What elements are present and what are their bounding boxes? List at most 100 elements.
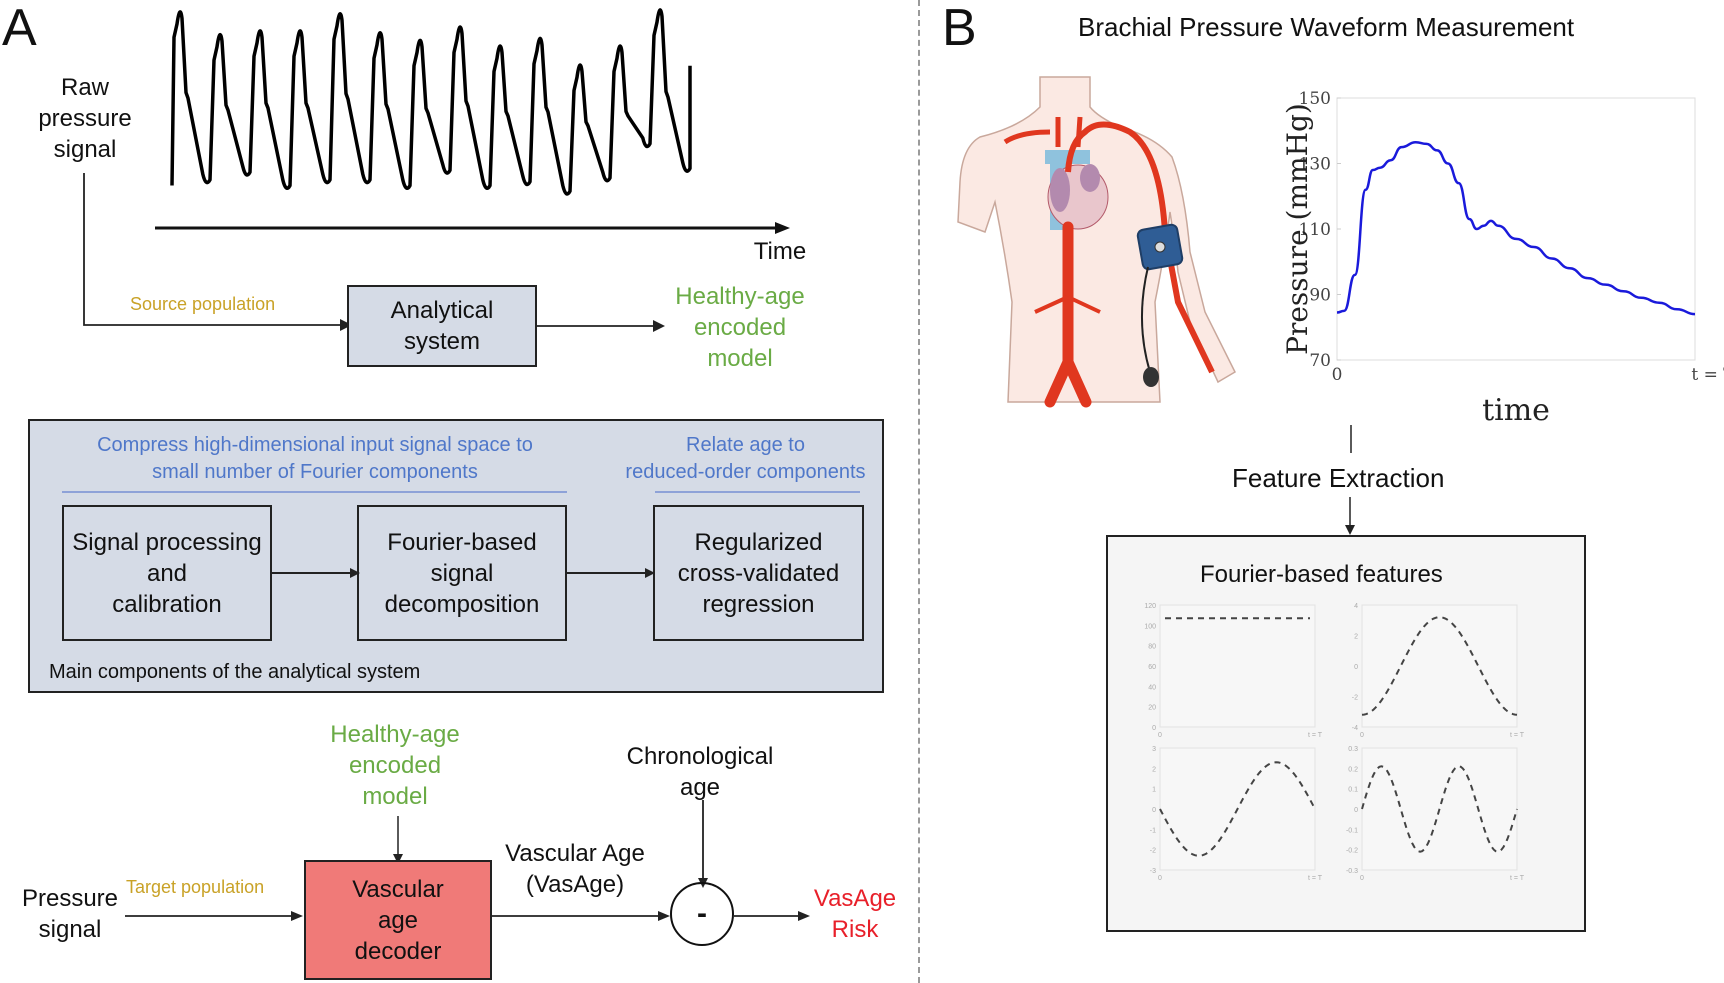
y-tick-label: 0	[1152, 807, 1156, 814]
regression-block: Regularized cross-validated regression	[653, 505, 864, 641]
y-tick-label: -0.3	[1346, 868, 1358, 875]
panel-a-letter: A	[2, 0, 37, 57]
y-tick-label: -2	[1150, 848, 1156, 855]
vasage-risk-label: VasAge Risk	[813, 885, 897, 943]
plot-area	[1336, 97, 1696, 361]
model-output-arrow	[537, 320, 665, 332]
pressure-waveform-line	[1336, 140, 1696, 316]
torso-silhouette	[957, 76, 1236, 403]
y-tick-label: -2	[1352, 695, 1358, 702]
y-tick-label: 0.1	[1348, 787, 1358, 794]
signal-processing-block: Signal processing and calibration	[62, 505, 272, 641]
fourier-mode-line	[1361, 616, 1518, 716]
y-tick-label: 110	[1299, 220, 1331, 240]
feature-extraction-arrow	[1345, 497, 1355, 535]
fourier-mode-2-plot: -3 -2 -1 0 1 2 3 0 t = T	[1150, 746, 1323, 882]
x-axis-label: time	[1482, 393, 1550, 428]
x-tick-label: 0	[1332, 365, 1343, 385]
y-tick-label: 4	[1354, 603, 1358, 610]
y-tick-label: 60	[1148, 664, 1156, 671]
vasage-label: Vascular Age (VasAge)	[505, 840, 645, 898]
x-tick-label: t = T	[1510, 732, 1525, 739]
y-tick-label: 120	[1144, 603, 1156, 610]
y-tick-label: 0	[1354, 807, 1358, 814]
x-tick-label: 0	[1360, 732, 1364, 739]
risk-output-arrow	[734, 911, 810, 921]
healthy-age-model-input: Healthy-age encoded model	[330, 721, 460, 810]
y-tick-label: 80	[1148, 644, 1156, 651]
feature-extraction-label: Feature Extraction	[1232, 463, 1445, 493]
aorta	[1044, 221, 1092, 408]
y-tick-label: -4	[1352, 725, 1358, 732]
model-input-arrow	[393, 816, 403, 864]
x-tick-label: 0	[1360, 875, 1364, 882]
fourier-mode-line	[1361, 765, 1518, 853]
target-population-label: Target population	[126, 877, 265, 897]
y-tick-label: 1	[1152, 787, 1156, 794]
plot-area	[1159, 604, 1316, 728]
body-anatomy-illustration	[957, 76, 1236, 408]
subtraction-node: -	[670, 882, 734, 946]
y-tick-label: 90	[1309, 286, 1331, 306]
vascular-age-decoder-box: Vascular age decoder	[304, 860, 492, 980]
analytical-system-box: Analytical system	[347, 285, 537, 367]
block-arrow-2	[567, 568, 655, 578]
time-axis-arrow	[155, 222, 790, 234]
time-axis-label: Time	[753, 238, 807, 265]
y-tick-label: 70	[1309, 351, 1331, 371]
x-tick-label: t = T	[1691, 365, 1724, 385]
y-tick-label: 100	[1144, 623, 1156, 630]
y-tick-label: 2	[1354, 634, 1358, 641]
y-tick-label: -0.1	[1346, 827, 1358, 834]
y-tick-label: -3	[1150, 868, 1156, 875]
relate-underline	[655, 491, 860, 493]
y-tick-label: 3	[1152, 746, 1156, 753]
brachial-waveform-chart: 70 90 110 130 150 0 t = T time Pressure (mmHg)	[1281, 89, 1724, 428]
y-tick-label: 150	[1299, 89, 1331, 109]
relate-label: Relate age to reduced-order components	[625, 434, 866, 483]
fourier-mode-3-plot: -0.3 -0.2 -0.1 0 0.1 0.2 0.3 0 t = T	[1346, 746, 1525, 882]
source-population-label: Source population	[130, 294, 276, 314]
x-tick-label: t = T	[1308, 875, 1323, 882]
fourier-mode-1-plot: -4 -2 0 2 4 0 t = T	[1352, 603, 1525, 739]
pressure-signal-label: Pressure signal	[21, 885, 119, 943]
panel-b-title: Brachial Pressure Waveform Measurement	[1078, 12, 1575, 42]
y-tick-label: 20	[1148, 705, 1156, 712]
y-tick-label: 0.3	[1348, 746, 1358, 753]
x-tick-label: 0	[1158, 875, 1162, 882]
fourier-decomposition-block: Fourier-based signal decomposition	[357, 505, 567, 641]
components-panel	[28, 419, 884, 693]
y-tick-label: -1	[1150, 827, 1156, 834]
raw-signal-line	[170, 8, 692, 196]
pressure-signal-arrow	[125, 911, 303, 921]
bulb	[1143, 367, 1159, 387]
x-tick-label: 0	[1158, 732, 1162, 739]
compress-label: Compress high-dimensional input signal s…	[97, 434, 533, 483]
x-tick-label: t = T	[1510, 875, 1525, 882]
cuff-tube	[1140, 266, 1151, 373]
plot-area	[1361, 604, 1518, 728]
compress-underline	[62, 491, 567, 493]
raw-signal-chart	[170, 8, 692, 196]
y-tick-label: -0.2	[1346, 848, 1358, 855]
panel-divider	[918, 0, 920, 983]
y-tick-label: 0	[1152, 725, 1156, 732]
fourier-mode-line	[1159, 761, 1316, 857]
y-tick-label: 130	[1299, 155, 1331, 175]
raw-signal-label: Raw pressure signal	[38, 74, 132, 163]
y-axis-label: Pressure (mmHg)	[1281, 103, 1314, 355]
y-tick-label: 0.2	[1348, 766, 1358, 773]
fourier-features-title: Fourier-based features	[1200, 561, 1443, 588]
y-tick-label: 2	[1152, 766, 1156, 773]
components-caption: Main components of the analytical system	[49, 661, 421, 683]
chronological-age-arrow	[698, 800, 708, 888]
panel-b-letter: B	[942, 0, 977, 57]
y-tick-label: 0	[1354, 664, 1358, 671]
source-flow-arrow	[83, 173, 352, 331]
y-tick-label: 40	[1148, 684, 1156, 691]
block-arrow-1	[272, 568, 360, 578]
chronological-age-label: Chronological age	[626, 743, 774, 801]
vasage-arrow	[492, 911, 670, 921]
